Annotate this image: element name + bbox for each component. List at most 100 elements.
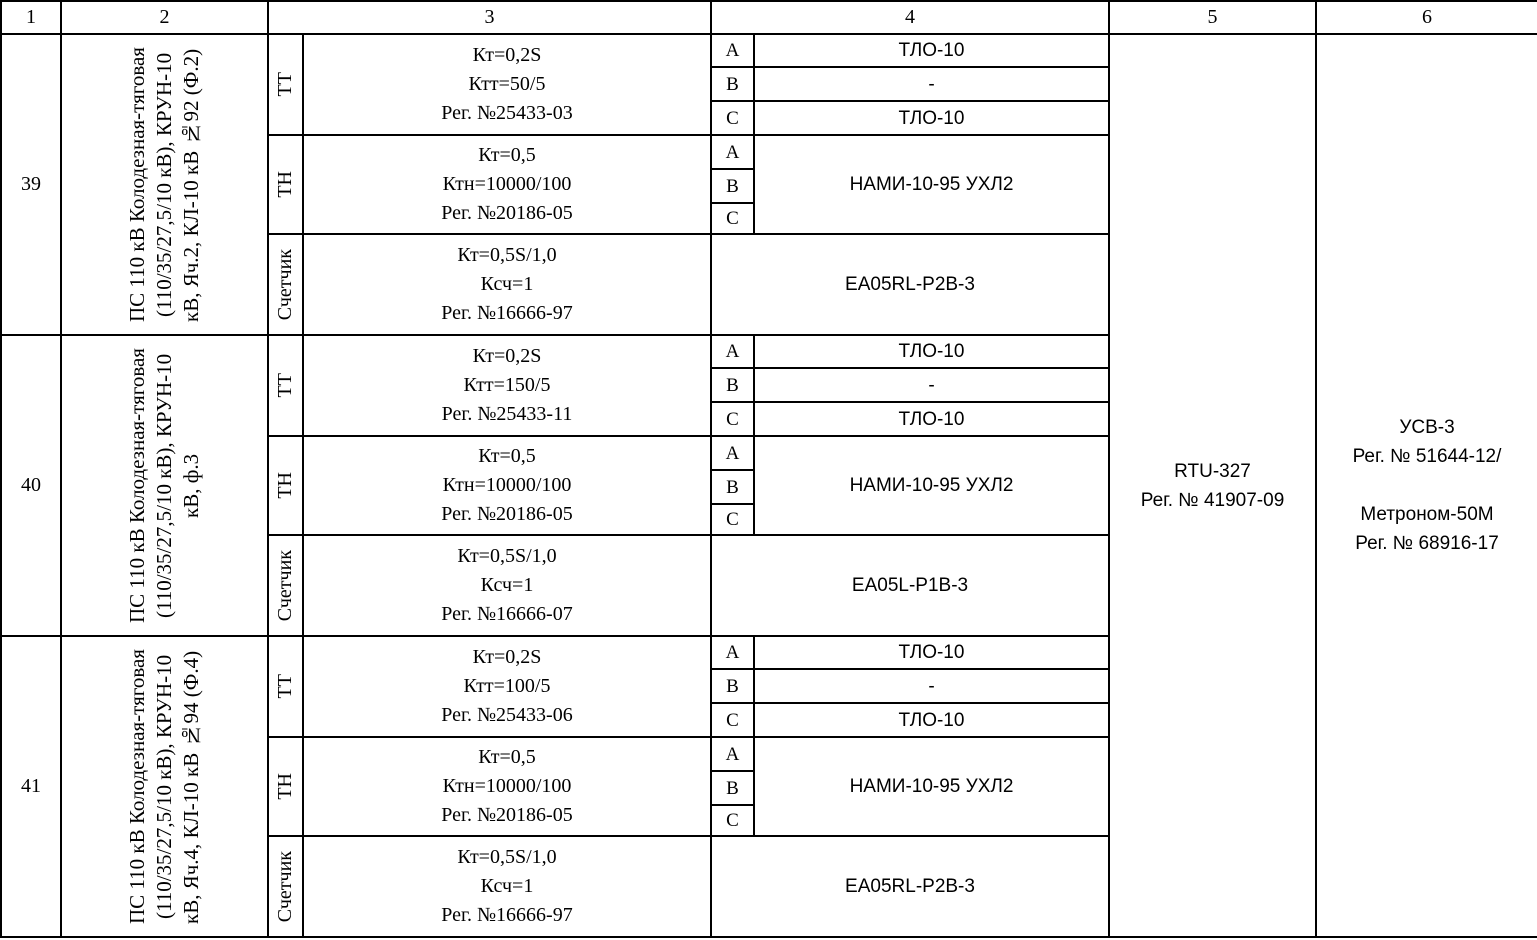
table-row: C ТЛО-10	[1, 702, 1537, 738]
tn-label: ТН	[267, 736, 304, 837]
tt-model: ТЛО-10	[753, 702, 1110, 738]
tn-label: ТН	[267, 134, 304, 235]
meter-model: EA05RL-P2B-3	[710, 835, 1110, 938]
table-row: 41 ПС 110 кВ Колодезная-тяговая (110/35/…	[0, 635, 1537, 938]
row-number: 39	[0, 33, 62, 336]
tn-model: НАМИ-10-95 УХЛ2	[753, 134, 1110, 235]
phase-cell: A	[710, 33, 755, 68]
text-line: Рег. №20186-05	[441, 804, 573, 826]
meter-label: Счетчик	[267, 233, 304, 336]
table-row: B	[1, 168, 1537, 204]
text-line: Рег. №16666-07	[441, 603, 573, 625]
tt-model: -	[753, 668, 1110, 704]
tt-model: ТЛО-10	[753, 334, 1110, 369]
table-row: B	[1, 469, 1537, 505]
phase-cell: C	[710, 702, 755, 738]
tt-label: ТТ	[267, 635, 304, 738]
tt-model: -	[753, 367, 1110, 403]
table-row: 39 ПС 110 кВ Колодезная-тяговая (110/35/…	[0, 33, 1537, 938]
text-line: Ктн=10000/100	[442, 173, 572, 195]
text-line: Кт=0,5	[478, 746, 536, 768]
tn-model: НАМИ-10-95 УХЛ2	[753, 736, 1110, 837]
text-line: Ктт=150/5	[463, 374, 551, 396]
text-line: Кт=0,5S/1,0	[457, 244, 557, 266]
phase-cell: B	[710, 668, 755, 704]
text-line: Ктн=10000/100	[442, 775, 572, 797]
tt-label: ТТ	[267, 33, 304, 136]
text-line: Рег. № 51644-12/	[1352, 446, 1502, 467]
tt-model: ТЛО-10	[753, 401, 1110, 437]
tt-label: ТТ	[267, 334, 304, 437]
table-row: 40 ПС 110 кВ Колодезная-тяговая (110/35/…	[0, 334, 1537, 637]
object-name-text: ПС 110 кВ Колодезная-тяговая (110/35/27,…	[125, 348, 203, 623]
text-line: Ктт=50/5	[468, 73, 546, 95]
text-line: Метроном-50М	[1360, 504, 1494, 525]
object-name: ПС 110 кВ Колодезная-тяговая (110/35/27,…	[60, 635, 269, 938]
header-row: 1 2 3 4 5 6	[0, 0, 1537, 35]
text-line: Кт=0,5S/1,0	[457, 545, 557, 567]
phase-cell: B	[710, 770, 755, 806]
phase-cell: C	[710, 401, 755, 437]
text-line: Рег. №25433-06	[441, 704, 573, 726]
phase-cell: B	[710, 367, 755, 403]
object-name: ПС 110 кВ Колодезная-тяговая (110/35/27,…	[60, 334, 269, 637]
object-name-text: ПС 110 кВ Колодезная-тяговая (110/35/27,…	[125, 47, 203, 322]
phase-cell: C	[710, 100, 755, 136]
meter-model: EA05L-P1B-3	[710, 534, 1110, 637]
phase-cell: A	[710, 736, 755, 772]
object-name-text: ПС 110 кВ Колодезная-тяговая (110/35/27,…	[125, 649, 203, 924]
tn-label-text: ТН	[274, 171, 296, 198]
phase-cell: C	[710, 804, 755, 837]
text-line: Кт=0,5	[478, 445, 536, 467]
text-line: Рег. №25433-11	[441, 403, 573, 425]
header-cell: 5	[1108, 0, 1317, 35]
text-line: Рег. №25433-03	[441, 102, 573, 124]
text-line: Рег. № 68916-17	[1355, 533, 1499, 554]
tt-model: ТЛО-10	[753, 33, 1110, 68]
phase-cell: B	[710, 469, 755, 505]
phase-cell: A	[710, 635, 755, 670]
text-line: Рег. № 41907-09	[1140, 489, 1285, 511]
header-cell: 6	[1315, 0, 1537, 35]
tn-label-text: ТН	[274, 773, 296, 800]
phase-cell: A	[710, 334, 755, 369]
table-row: C	[1, 804, 1537, 837]
header-cell: 3	[267, 0, 712, 35]
text-line: УСВ-3	[1399, 417, 1455, 438]
table-row: C	[1, 202, 1537, 235]
phase-cell: B	[710, 168, 755, 204]
table-row: B -	[1, 66, 1537, 102]
text-line: Кт=0,2S	[472, 44, 542, 66]
tt-model: -	[753, 66, 1110, 102]
text-line: Ктн=10000/100	[442, 474, 572, 496]
meter-label: Счетчик	[267, 534, 304, 637]
tn-model: НАМИ-10-95 УХЛ2	[753, 435, 1110, 536]
meter-label: Счетчик	[267, 835, 304, 938]
phase-cell: C	[710, 202, 755, 235]
phase-cell: B	[710, 66, 755, 102]
tn-label-text: ТН	[274, 472, 296, 499]
tt-model: ТЛО-10	[753, 100, 1110, 136]
phase-cell: A	[710, 435, 755, 471]
text-line: Кт=0,2S	[472, 646, 542, 668]
phase-cell: A	[710, 134, 755, 170]
object-name: ПС 110 кВ Колодезная-тяговая (110/35/27,…	[60, 33, 269, 336]
text-line	[1318, 471, 1536, 500]
text-line: Рег. №16666-97	[441, 302, 573, 324]
text-line: RTU-327	[1174, 460, 1251, 482]
row-number: 41	[0, 635, 62, 938]
